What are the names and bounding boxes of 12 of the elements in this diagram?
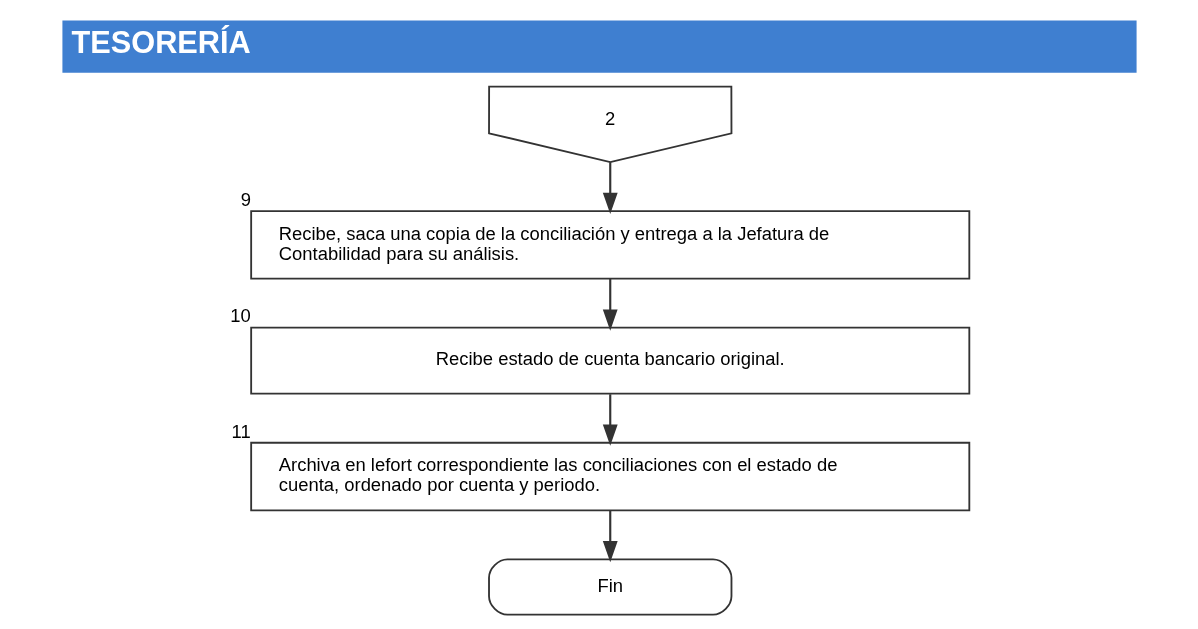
node-label: 9 <box>240 188 251 210</box>
node-box: Recibe, saca una copia de la conciliación y entrega a la Jefatura de Contabilidad para su análisis. <box>249 210 970 280</box>
arrow <box>602 394 618 446</box>
diagram-title: TESORERÍA <box>71 24 251 60</box>
node-box: Recibe estado de cuenta bancario original. <box>249 326 970 395</box>
arrow <box>602 510 618 563</box>
node-box: Archiva en lefort correspondiente las conciliaciones con el estado de cuenta, ordenado por cuenta y periodo. <box>249 441 970 512</box>
node-label: 10 <box>229 305 251 327</box>
arrow <box>602 162 618 214</box>
node-box: Fin <box>487 558 732 616</box>
node-label: 11 <box>231 420 251 442</box>
arrow <box>602 279 618 331</box>
